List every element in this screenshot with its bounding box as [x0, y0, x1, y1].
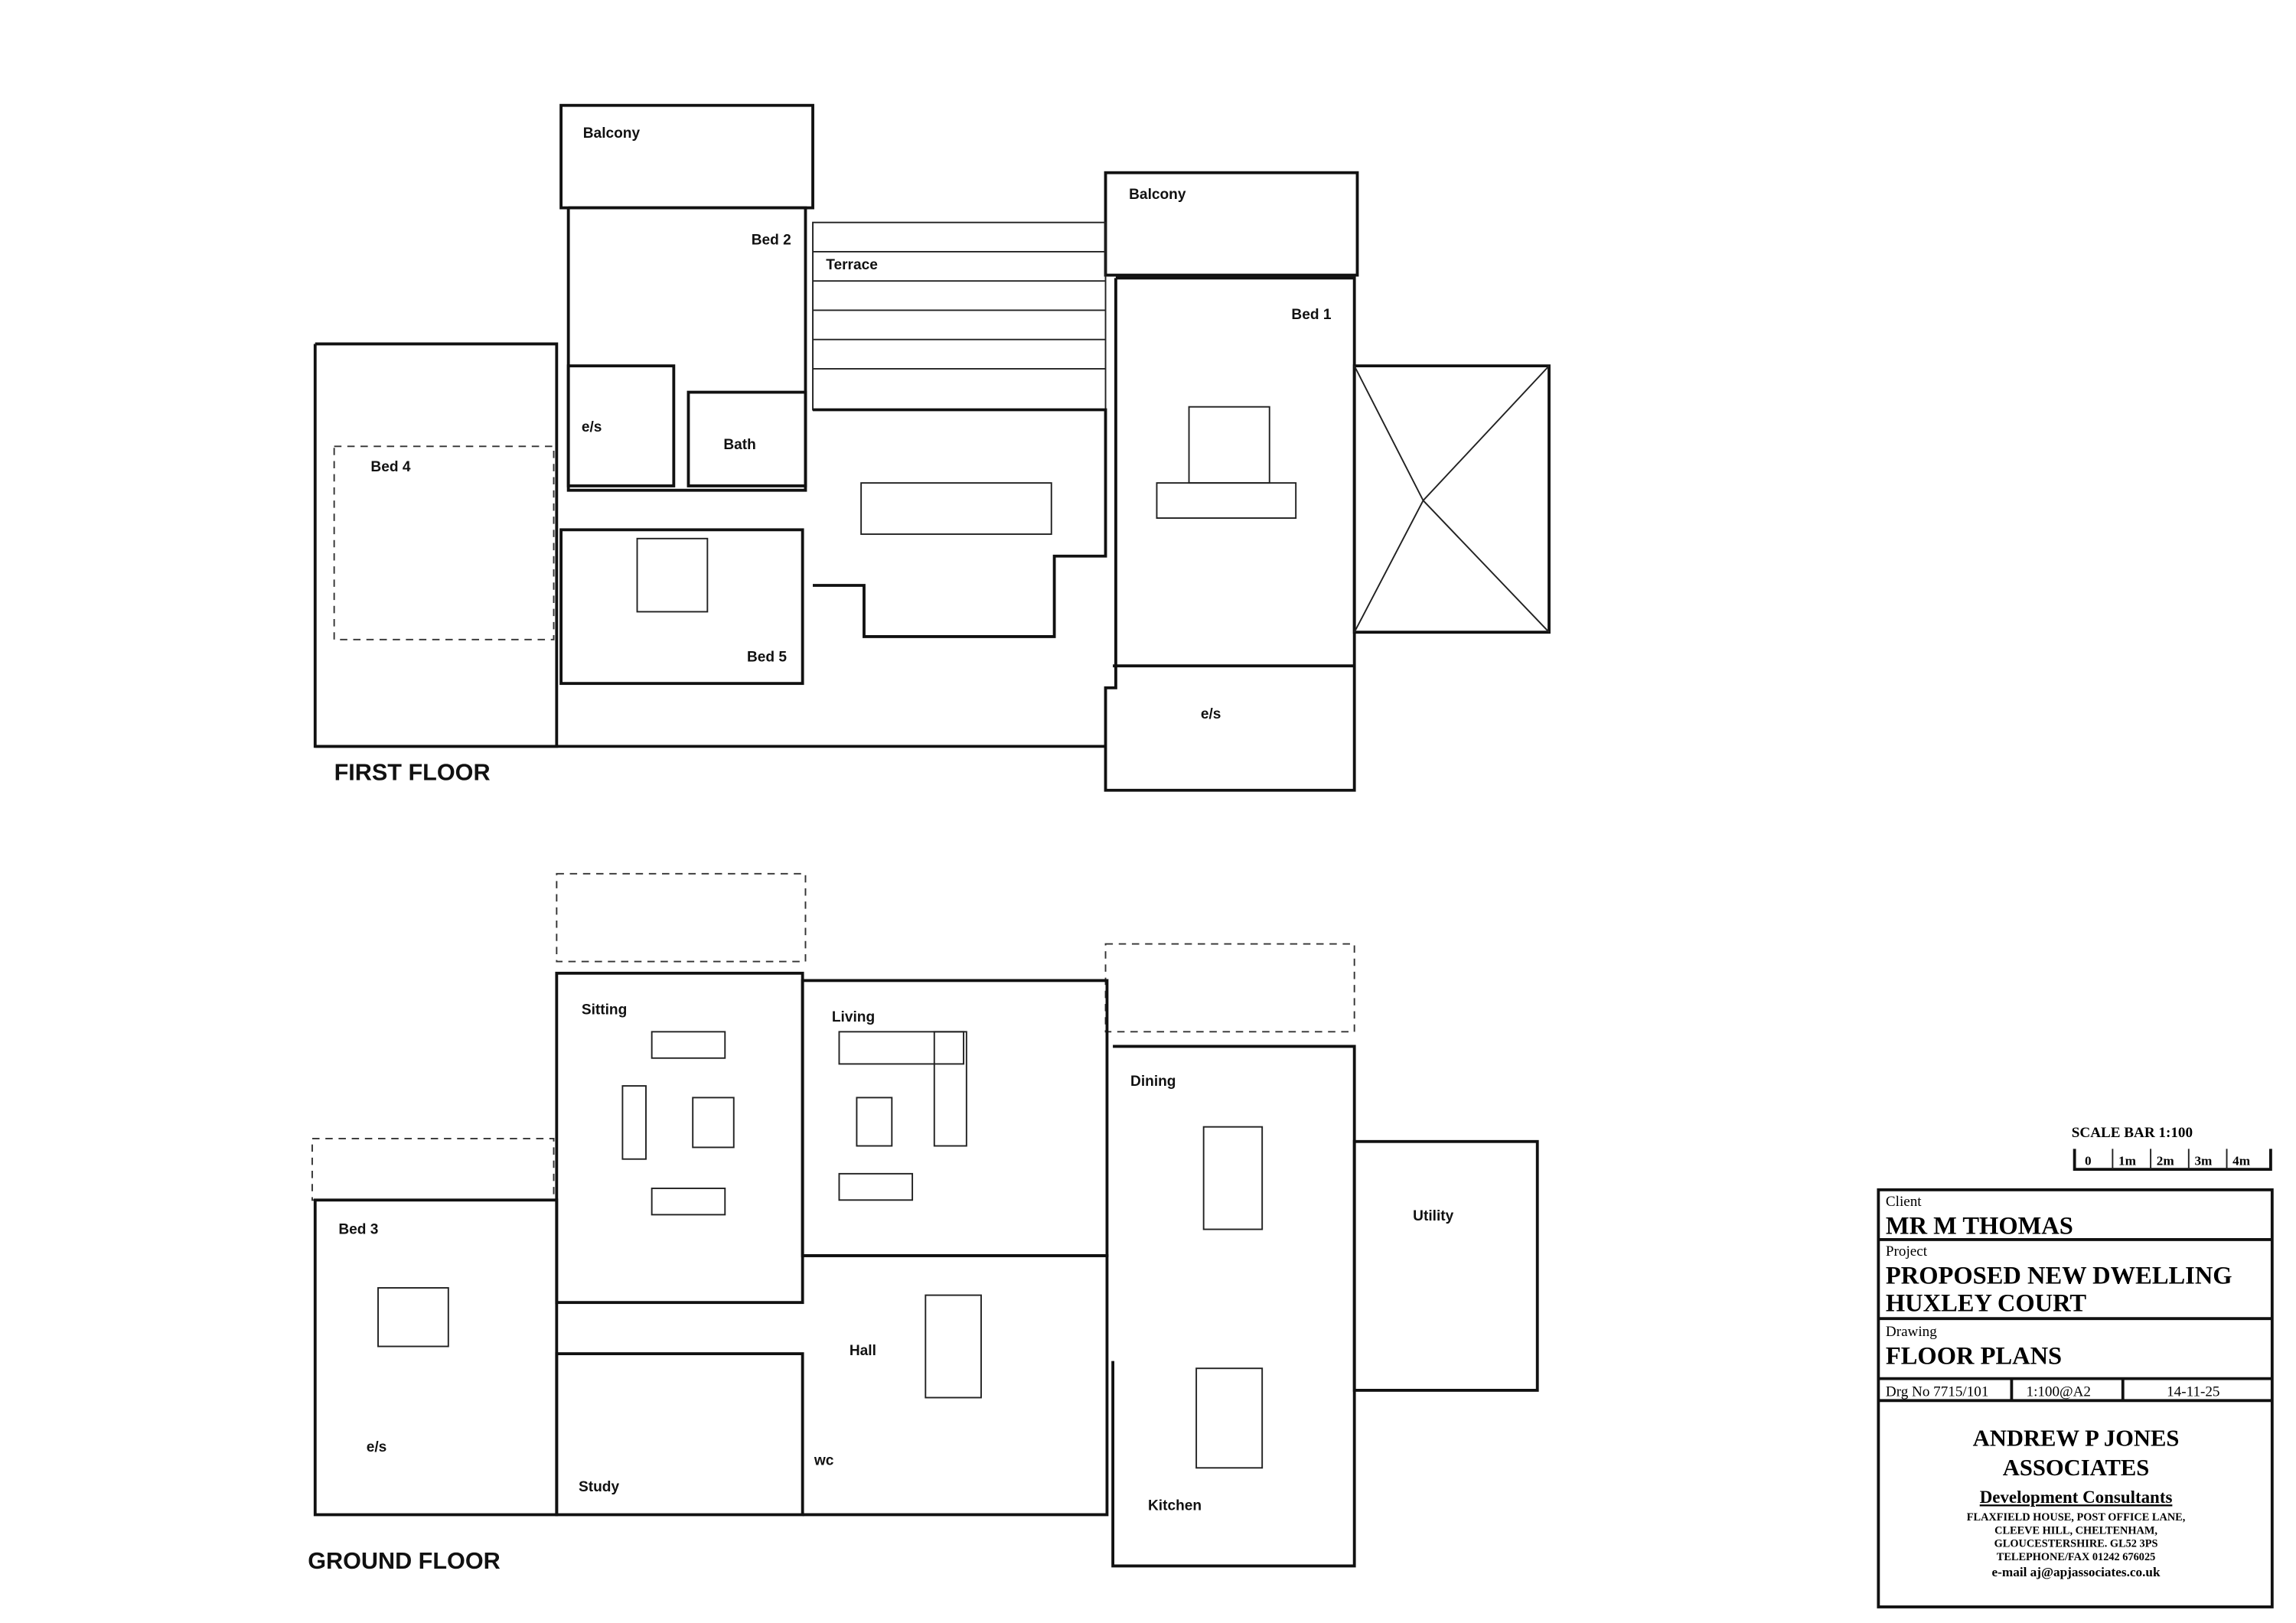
- address-line: CLEEVE HILL, CHELTENHAM,: [1994, 1524, 2157, 1537]
- terrace-paving: [812, 221, 1107, 411]
- email-link[interactable]: e-mail aj@apjassociates.co.uk: [1992, 1565, 2161, 1579]
- staircase: [925, 1294, 982, 1399]
- project-location: HUXLEY COURT: [1886, 1290, 2087, 1318]
- roof-hip: [1352, 364, 1551, 634]
- address-line: FLAXFIELD HOUSE, POST OFFICE LANE,: [1967, 1511, 2186, 1524]
- bed3-walls: [313, 1198, 559, 1517]
- company-name: ASSOCIATES: [2003, 1455, 2150, 1481]
- kitchen-island: [1195, 1367, 1264, 1469]
- room-label-study: Study: [579, 1479, 619, 1495]
- bed5-walls: [559, 528, 804, 686]
- scale-bar: SCALE BAR 1:100 0 1m 2m 3m 4m: [2072, 1125, 2272, 1172]
- room-label-dining: Dining: [1130, 1074, 1176, 1090]
- project-label: Project: [1886, 1243, 1928, 1260]
- company-tagline: Development Consultants: [1980, 1488, 2173, 1507]
- room-label-utility: Utility: [1413, 1208, 1453, 1224]
- room-label-wc: wc: [814, 1452, 834, 1468]
- scale-tick: 2m: [2157, 1153, 2175, 1168]
- client-name: MR M THOMAS: [1886, 1212, 2073, 1240]
- balcony-bed2: [559, 103, 814, 210]
- room-label-bath: Bath: [723, 437, 755, 453]
- utility-walls: [1352, 1139, 1539, 1392]
- room-label-ensuite: e/s: [367, 1439, 387, 1455]
- room-label-bed-2: Bed 2: [752, 232, 791, 248]
- room-label-bed-4: Bed 4: [370, 459, 410, 475]
- room-label-hall: Hall: [850, 1343, 876, 1359]
- ground-floor-heading: GROUND FLOOR: [308, 1548, 501, 1574]
- ground-floor-plan: Sitting Living Dining Utility Bed 3 Hall…: [308, 872, 1539, 1574]
- room-label-balcony: Balcony: [1129, 187, 1186, 203]
- sitting-walls: [555, 971, 804, 1305]
- terrace-paving-lines: [813, 250, 1106, 370]
- study-walls: [555, 1352, 804, 1517]
- room-label-ensuite: e/s: [1201, 706, 1221, 722]
- drawing-date: 14-11-25: [2167, 1384, 2219, 1400]
- scale-tick: 4m: [2232, 1153, 2251, 1168]
- room-label-balcony: Balcony: [583, 125, 641, 142]
- staircase: [860, 482, 1052, 536]
- room-label-living: Living: [832, 1009, 875, 1025]
- room-label-kitchen: Kitchen: [1148, 1498, 1202, 1514]
- drawing-label: Drawing: [1886, 1324, 1937, 1340]
- drawing-title: FLOOR PLANS: [1886, 1342, 2062, 1370]
- bed1-walls: [1104, 276, 1356, 792]
- first-floor-plan: Balcony Balcony Bed 2 Terrace Bed 1 e/s …: [313, 103, 1551, 792]
- room-label-bed-5: Bed 5: [747, 649, 787, 665]
- room-label-bed-3: Bed 3: [338, 1221, 378, 1237]
- room-label-ensuite: e/s: [582, 419, 602, 435]
- ensuite-walls: [566, 364, 676, 487]
- scale-tick: 1m: [2118, 1153, 2137, 1168]
- title-block: Client MR M THOMAS Project PROPOSED NEW …: [1877, 1188, 2274, 1608]
- drawing-number: Drg No 7715/101: [1886, 1384, 1988, 1400]
- room-label-terrace: Terrace: [826, 257, 878, 273]
- dining-table: [1202, 1126, 1264, 1230]
- bed4-walls: [313, 342, 559, 748]
- bed2-walls: [566, 206, 807, 492]
- scale-tick: 3m: [2194, 1153, 2213, 1168]
- project-name: PROPOSED NEW DWELLING: [1886, 1262, 2232, 1289]
- landing-walls: [813, 408, 1107, 638]
- dining-kitchen-walls: [1111, 1045, 1356, 1568]
- drawing-scale: 1:100@A2: [2027, 1384, 2091, 1400]
- first-floor-heading: FIRST FLOOR: [334, 759, 491, 785]
- hall-walls: [802, 1254, 1109, 1517]
- bath-walls: [687, 390, 807, 487]
- client-label: Client: [1886, 1194, 1922, 1210]
- room-label-bed-1: Bed 1: [1291, 307, 1331, 323]
- scale-bar-title: SCALE BAR 1:100: [2072, 1125, 2193, 1141]
- scale-tick: 0: [2085, 1153, 2092, 1168]
- phone: TELEPHONE/FAX 01242 676025: [1997, 1551, 2156, 1563]
- company-name: ANDREW P JONES: [1973, 1426, 2180, 1452]
- address-line: GLOUCESTERSHIRE. GL52 3PS: [1994, 1538, 2158, 1550]
- room-label-sitting: Sitting: [582, 1002, 627, 1018]
